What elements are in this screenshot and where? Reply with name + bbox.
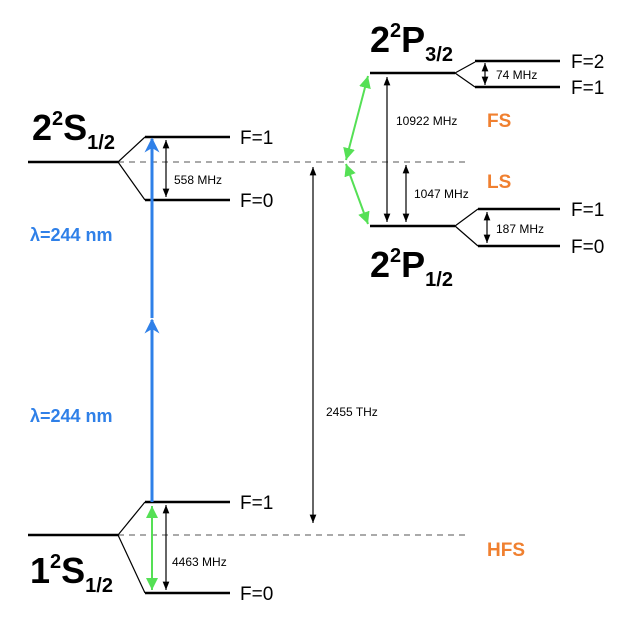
f-label-2p32-upper: F=2 — [571, 52, 604, 73]
ls-annotation: LS — [487, 172, 511, 193]
state-label-2s: 22S1/2 — [32, 107, 115, 154]
state-label-2p-1-2: 22P1/2 — [370, 244, 453, 291]
f-label-2p32-lower: F=1 — [571, 78, 604, 99]
f-label-1s-lower: F=0 — [240, 584, 273, 605]
state-label-1s: 12S1/2 — [30, 550, 113, 597]
transition-frequency-value: 2455 THz — [326, 405, 378, 419]
fine-structure-value: 10922 MHz — [396, 114, 457, 128]
level-1s-1-2 — [28, 500, 230, 595]
fs-annotation: FS — [487, 111, 511, 132]
level-2s-1-2 — [28, 135, 230, 202]
level-2p-3-2 — [370, 59, 560, 89]
lamb-shift-value: 1047 MHz — [414, 187, 469, 201]
level-2p-1-2 — [370, 207, 560, 248]
2s-2p12-rf-arrow — [344, 163, 370, 225]
f-label-2s-upper: F=1 — [240, 128, 273, 149]
f-label-2p12-lower: F=0 — [571, 237, 604, 258]
2s-hfs-value: 558 MHz — [174, 173, 222, 187]
2p32-hfs-value: 74 MHz — [496, 68, 537, 82]
f-label-2s-lower: F=0 — [240, 191, 273, 212]
f-label-1s-upper: F=1 — [240, 493, 273, 514]
wavelength-label-upper: λ=244 nm — [30, 225, 113, 245]
state-label-2p-3-2: 22P3/2 — [370, 19, 453, 66]
hfs-annotation: HFS — [487, 540, 525, 561]
2s-2p32-rf-arrow — [343, 75, 371, 161]
2p12-hfs-value: 187 MHz — [496, 222, 544, 236]
wavelength-label-lower: λ=244 nm — [30, 406, 113, 426]
1s-hfs-value: 4463 MHz — [172, 555, 227, 569]
f-label-2p12-upper: F=1 — [571, 200, 604, 221]
